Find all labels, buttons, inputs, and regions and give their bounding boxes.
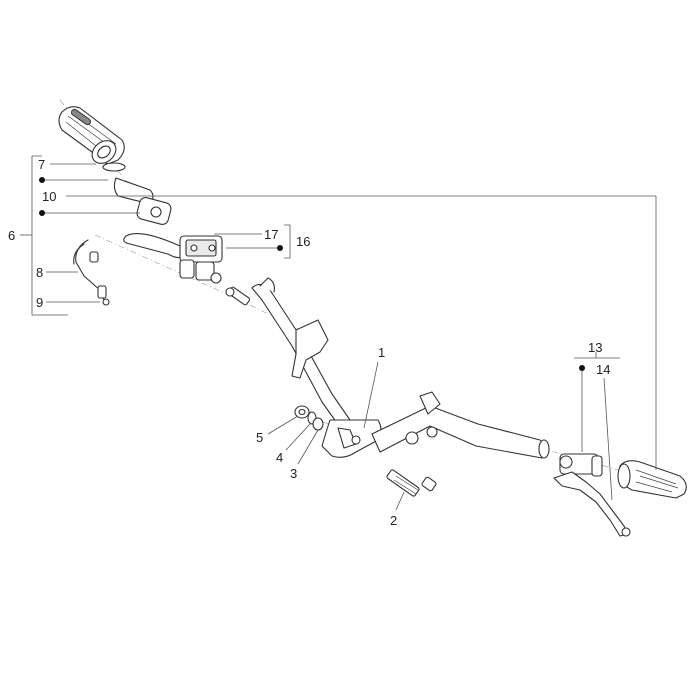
callout-8: 8 <box>36 265 43 280</box>
callout-17: 17 <box>264 227 278 242</box>
nut-and-washers <box>294 405 324 431</box>
callout-7: 7 <box>38 157 45 172</box>
callout-14: 14 <box>596 362 610 377</box>
rear-brake-lever <box>553 453 631 537</box>
throttle-tube <box>113 177 172 225</box>
grip-washer <box>102 162 126 172</box>
handlebar-frame <box>251 277 550 459</box>
callout-13: 13 <box>588 340 602 355</box>
brake-switch <box>225 286 251 306</box>
callout-2: 2 <box>390 513 397 528</box>
left-grip <box>58 106 125 165</box>
callout-9: 9 <box>36 295 43 310</box>
bolt <box>386 469 437 497</box>
callout-10: 10 <box>42 189 56 204</box>
right-grip <box>617 460 687 499</box>
kit-dots <box>39 177 585 371</box>
callout-3: 3 <box>290 466 297 481</box>
callout-6: 6 <box>8 228 15 243</box>
callout-16: 16 <box>296 234 310 249</box>
callout-numbers: 1 2 3 4 5 6 7 8 9 10 13 14 16 17 <box>8 157 610 528</box>
callout-1: 1 <box>378 345 385 360</box>
callout-5: 5 <box>256 430 263 445</box>
leader-lines <box>20 155 657 511</box>
callout-4: 4 <box>276 450 283 465</box>
throttle-cable <box>73 239 110 306</box>
front-brake-master-cylinder <box>123 233 223 284</box>
